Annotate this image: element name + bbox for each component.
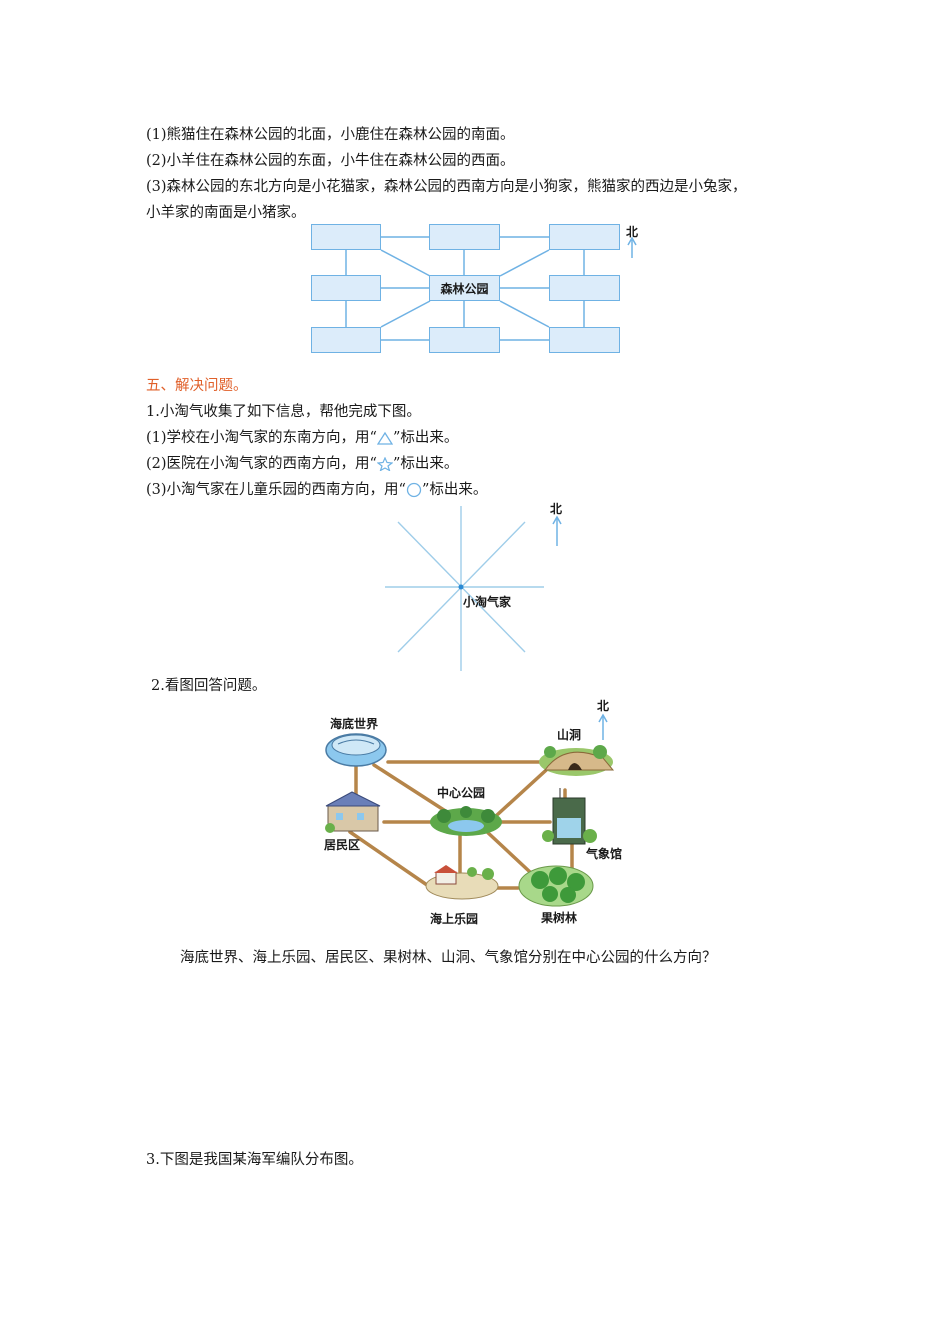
section-heading: 五、解决问题。 bbox=[146, 378, 248, 394]
central-park-icon bbox=[430, 806, 502, 836]
text-line-1: (1)熊猫住在森林公园的北面，小鹿住在森林公园的南面。 bbox=[146, 127, 515, 143]
answer-box-nw[interactable] bbox=[311, 224, 381, 250]
q3-intro: 3.下图是我国某海军编队分布图。 bbox=[146, 1152, 363, 1168]
sea-park-label: 海上乐园 bbox=[430, 912, 479, 926]
q1-intro: 1.小淘气收集了如下信息，帮他完成下图。 bbox=[146, 404, 421, 420]
north-label-2: 北 bbox=[550, 502, 563, 516]
q1-item-3-post: ”标出来。 bbox=[421, 482, 488, 498]
triangle-icon bbox=[376, 431, 393, 445]
q1-item-3: (3)小淘气家在儿童乐园的西南方向，用“ ”标出来。 bbox=[146, 480, 487, 500]
q1-item-3-pre: (3)小淘气家在儿童乐园的西南方向，用“ bbox=[146, 482, 406, 498]
answer-box-e[interactable] bbox=[549, 275, 620, 301]
answer-box-n[interactable] bbox=[429, 224, 500, 250]
answer-box-se[interactable] bbox=[549, 327, 620, 353]
orchard-icon bbox=[518, 865, 594, 907]
q1-item-2: (2)医院在小淘气家的西南方向，用“ ”标出来。 bbox=[146, 454, 458, 474]
q1-item-2-pre: (2)医院在小淘气家的西南方向，用“ bbox=[146, 456, 377, 472]
answer-box-sw[interactable] bbox=[311, 327, 381, 353]
q1-item-1: (1)学校在小淘气家的东南方向，用“ ”标出来。 bbox=[146, 428, 458, 448]
orchard-label: 果树林 bbox=[541, 911, 578, 925]
answer-box-w[interactable] bbox=[311, 275, 381, 301]
north-label-1: 北 bbox=[626, 225, 639, 239]
q1-item-1-post: ”标出来。 bbox=[392, 430, 459, 446]
forest-park-label: 森林公园 bbox=[440, 281, 489, 296]
text-line-3: (3)森林公园的东北方向是小花猫家，森林公园的西南方向是小狗家，熊猫家的西边是小… bbox=[146, 179, 747, 195]
residential-icon bbox=[325, 791, 381, 833]
central-park-label: 中心公园 bbox=[437, 786, 486, 800]
text-line-4: 小羊家的南面是小猪家。 bbox=[146, 205, 306, 221]
home-label: 小淘气家 bbox=[463, 595, 512, 609]
weather-station-icon bbox=[542, 788, 597, 845]
answer-box-s[interactable] bbox=[429, 327, 500, 353]
north-label-3: 北 bbox=[597, 699, 610, 713]
aquarium-label: 海底世界 bbox=[330, 717, 379, 731]
star-icon bbox=[376, 457, 393, 471]
residential-label: 居民区 bbox=[324, 838, 361, 852]
cave-icon bbox=[539, 745, 615, 776]
cave-label: 山洞 bbox=[557, 728, 582, 742]
q2-intro: 2.看图回答问题。 bbox=[151, 678, 267, 694]
answer-box-ne[interactable] bbox=[549, 224, 620, 250]
text-line-2: (2)小羊住在森林公园的东面，小牛住在森林公园的西面。 bbox=[146, 153, 515, 169]
q1-item-2-post: ”标出来。 bbox=[392, 456, 459, 472]
q2-question: 海底世界、海上乐园、居民区、果树林、山洞、气象馆分别在中心公园的什么方向？ bbox=[180, 950, 717, 966]
circle-icon bbox=[406, 482, 422, 498]
forest-park-box: 森林公园 bbox=[429, 275, 500, 301]
q1-item-1-pre: (1)学校在小淘气家的东南方向，用“ bbox=[146, 430, 377, 446]
aquarium-icon bbox=[325, 733, 387, 767]
sea-park-icon bbox=[425, 865, 499, 900]
weather-station-label: 气象馆 bbox=[586, 847, 623, 861]
